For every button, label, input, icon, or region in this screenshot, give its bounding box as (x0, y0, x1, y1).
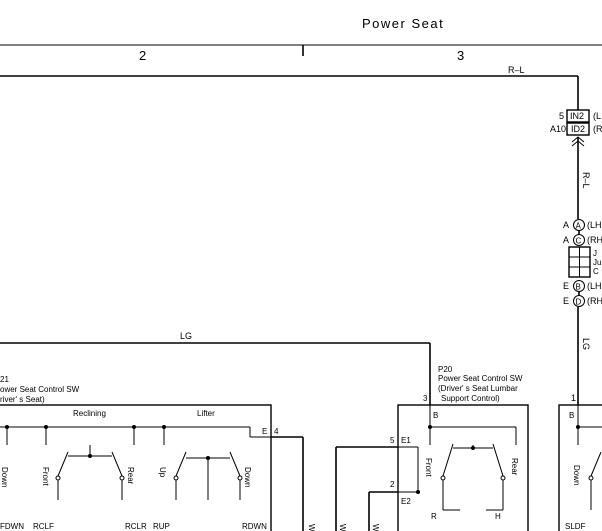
wire-w-1: W (307, 524, 316, 531)
p20-pin-3: 3 (423, 394, 428, 403)
junction-b-prefix: E (563, 281, 569, 291)
id2-note: (R (593, 124, 602, 134)
right-unit-switch-down: Down (572, 465, 581, 485)
wire-label-rl-top: R–L (508, 65, 525, 75)
p20-internal (398, 405, 517, 511)
id2-connector (566, 122, 590, 136)
wire-label-rl-vertical: R–L (581, 172, 591, 189)
wire-w-2: W (338, 524, 347, 531)
right-unit-box (558, 404, 602, 531)
p20-switch-front: Front (424, 458, 433, 477)
p21-bottom-rclr: RCLR (125, 522, 147, 531)
p21-bottom-rclf: RCLF (33, 522, 54, 531)
junction-c-note: (RH (587, 235, 602, 245)
p20-pin-e2: E2 (401, 497, 411, 506)
p20-title-1: P20 (438, 365, 453, 374)
p20-title-4: Support Control) (441, 394, 500, 403)
p20-bottom-h: H (495, 512, 501, 521)
p21-switch-up: Up (158, 467, 167, 478)
p20-switch-box (397, 404, 529, 531)
junction-b-note: (LH (587, 281, 602, 291)
p21-switch-down-2: Down (243, 467, 252, 487)
p21-title-3: river' s Seat) (0, 395, 45, 404)
junction-a-prefix: A (563, 220, 569, 230)
in2-label: IN2 (570, 111, 584, 121)
p20-title-3: (Driver' s Seat Lumbar (438, 384, 518, 393)
p21-bottom-rdwn: RDWN (242, 522, 267, 531)
p21-bottom-rup: RUP (153, 522, 170, 531)
in2-connector (566, 109, 590, 123)
p20-bottom-r: R (431, 512, 437, 521)
junction-c-label: C (576, 237, 582, 246)
junction-d-label: D (576, 298, 582, 307)
id2-label: ID2 (571, 124, 585, 134)
right-unit-internal (576, 405, 602, 510)
p21-switch-front: Front (41, 467, 50, 486)
junction-a-note: (LH (587, 220, 602, 230)
p21-switch-box (0, 404, 272, 531)
p21-section-lifter: Lifter (197, 409, 215, 418)
p21-pin-4: 4 (274, 427, 279, 436)
p20-pin-b: B (433, 411, 438, 420)
p21-bottom-fdwn: FDWN (0, 522, 24, 531)
p20-pin-e1: E1 (401, 436, 411, 445)
p20-pin-2: 2 (390, 480, 395, 489)
junction-c-prefix: A (563, 235, 569, 245)
p21-section-reclining: Reclining (73, 409, 106, 418)
p20-pin-5: 5 (390, 436, 395, 445)
p21-switch-rear: Rear (126, 467, 135, 485)
p21-reclining-contacts (55, 445, 125, 500)
right-unit-bottom-sldf: SLDF (565, 522, 586, 531)
right-unit-pin-1: 1 (571, 393, 576, 403)
p21-lifter-contacts (173, 451, 243, 500)
column-label-3: 3 (457, 48, 464, 63)
diagram-title: Power Seat (362, 16, 444, 31)
junction-b-label: B (576, 283, 581, 292)
wire-label-lg-vertical: LG (581, 338, 591, 350)
p21-title-2: ower Seat Control SW (0, 385, 80, 394)
junction-a-label: A (576, 222, 582, 231)
junction-block-text-1: J (593, 249, 597, 258)
p21-switch-down-1: Down (0, 467, 9, 487)
id2-pin: A10 (550, 124, 566, 134)
p20-switch-rear: Rear (510, 458, 519, 476)
in2-pin: 5 (559, 111, 564, 121)
junction-block-text-2: Ju (593, 258, 601, 267)
junction-block-text-3: C (593, 267, 599, 276)
wire-w-3: W (371, 524, 380, 531)
right-unit-pin-b: B (569, 411, 574, 420)
p21-bus-taps (5, 425, 166, 445)
junction-d-circle (573, 295, 585, 307)
junction-d-note: (RH (587, 296, 602, 306)
junction-d-prefix: E (563, 296, 569, 306)
p21-title-1: 21 (0, 375, 9, 384)
in2-note: (L (593, 111, 601, 121)
p20-title-2: Power Seat Control SW (438, 374, 523, 383)
column-label-2: 2 (139, 48, 146, 63)
p21-pin-e: E (262, 427, 267, 436)
wire-label-lg: LG (180, 331, 192, 341)
